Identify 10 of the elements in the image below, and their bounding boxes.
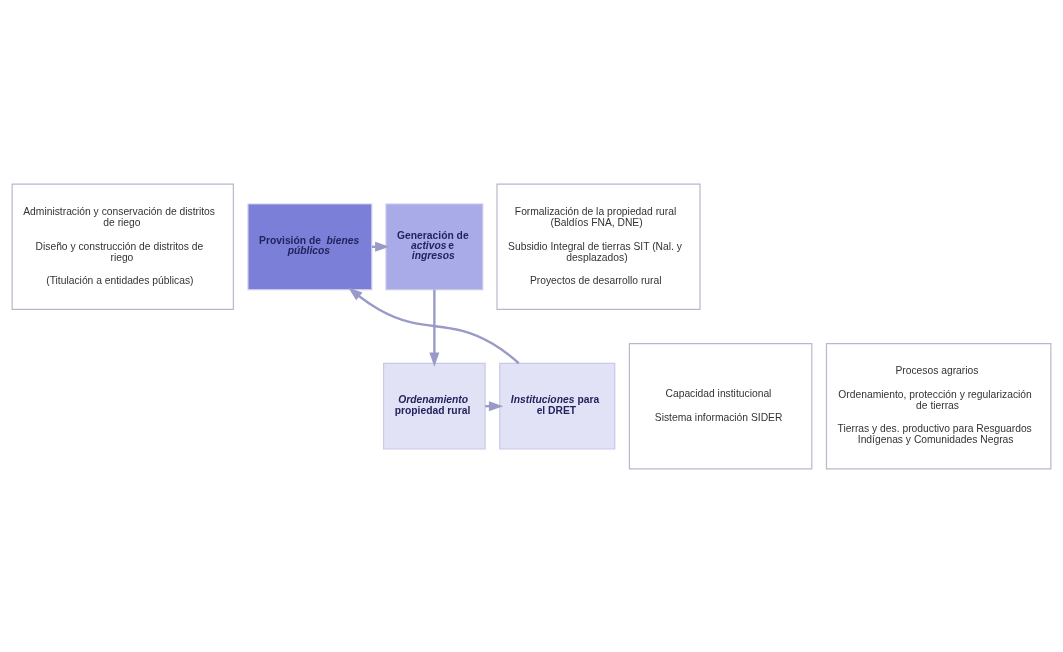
node-box: Formalización de la propiedad rural (Baldíos FNA, DNE) Subsidio Integral de tierras SIT (Nal. y desplazados) Proyectos de desarrollo rural xyxy=(496,183,701,310)
node-box: Instituciones para el DRET xyxy=(499,362,616,450)
node-box: Ordenamiento propiedad rural xyxy=(383,362,486,450)
node-box: Provisión de bienes públicos xyxy=(247,202,373,290)
node-box: Administración y conservación de distritos de riego Diseño y construcción de distritos de riego (Titulación a entidades públicas) xyxy=(11,183,234,310)
arrow xyxy=(348,286,520,364)
node-box: Generación de activos e ingresos xyxy=(385,202,484,290)
arrow xyxy=(429,289,440,367)
node-box: Procesos agrarios Ordenamiento, protección y regularización de tierras Tierras y des. productivo para Resguardos Indígenas y Comunidades Negras xyxy=(825,342,1052,469)
node-box: Capacidad institucional Sistema información SIDER xyxy=(628,342,813,469)
